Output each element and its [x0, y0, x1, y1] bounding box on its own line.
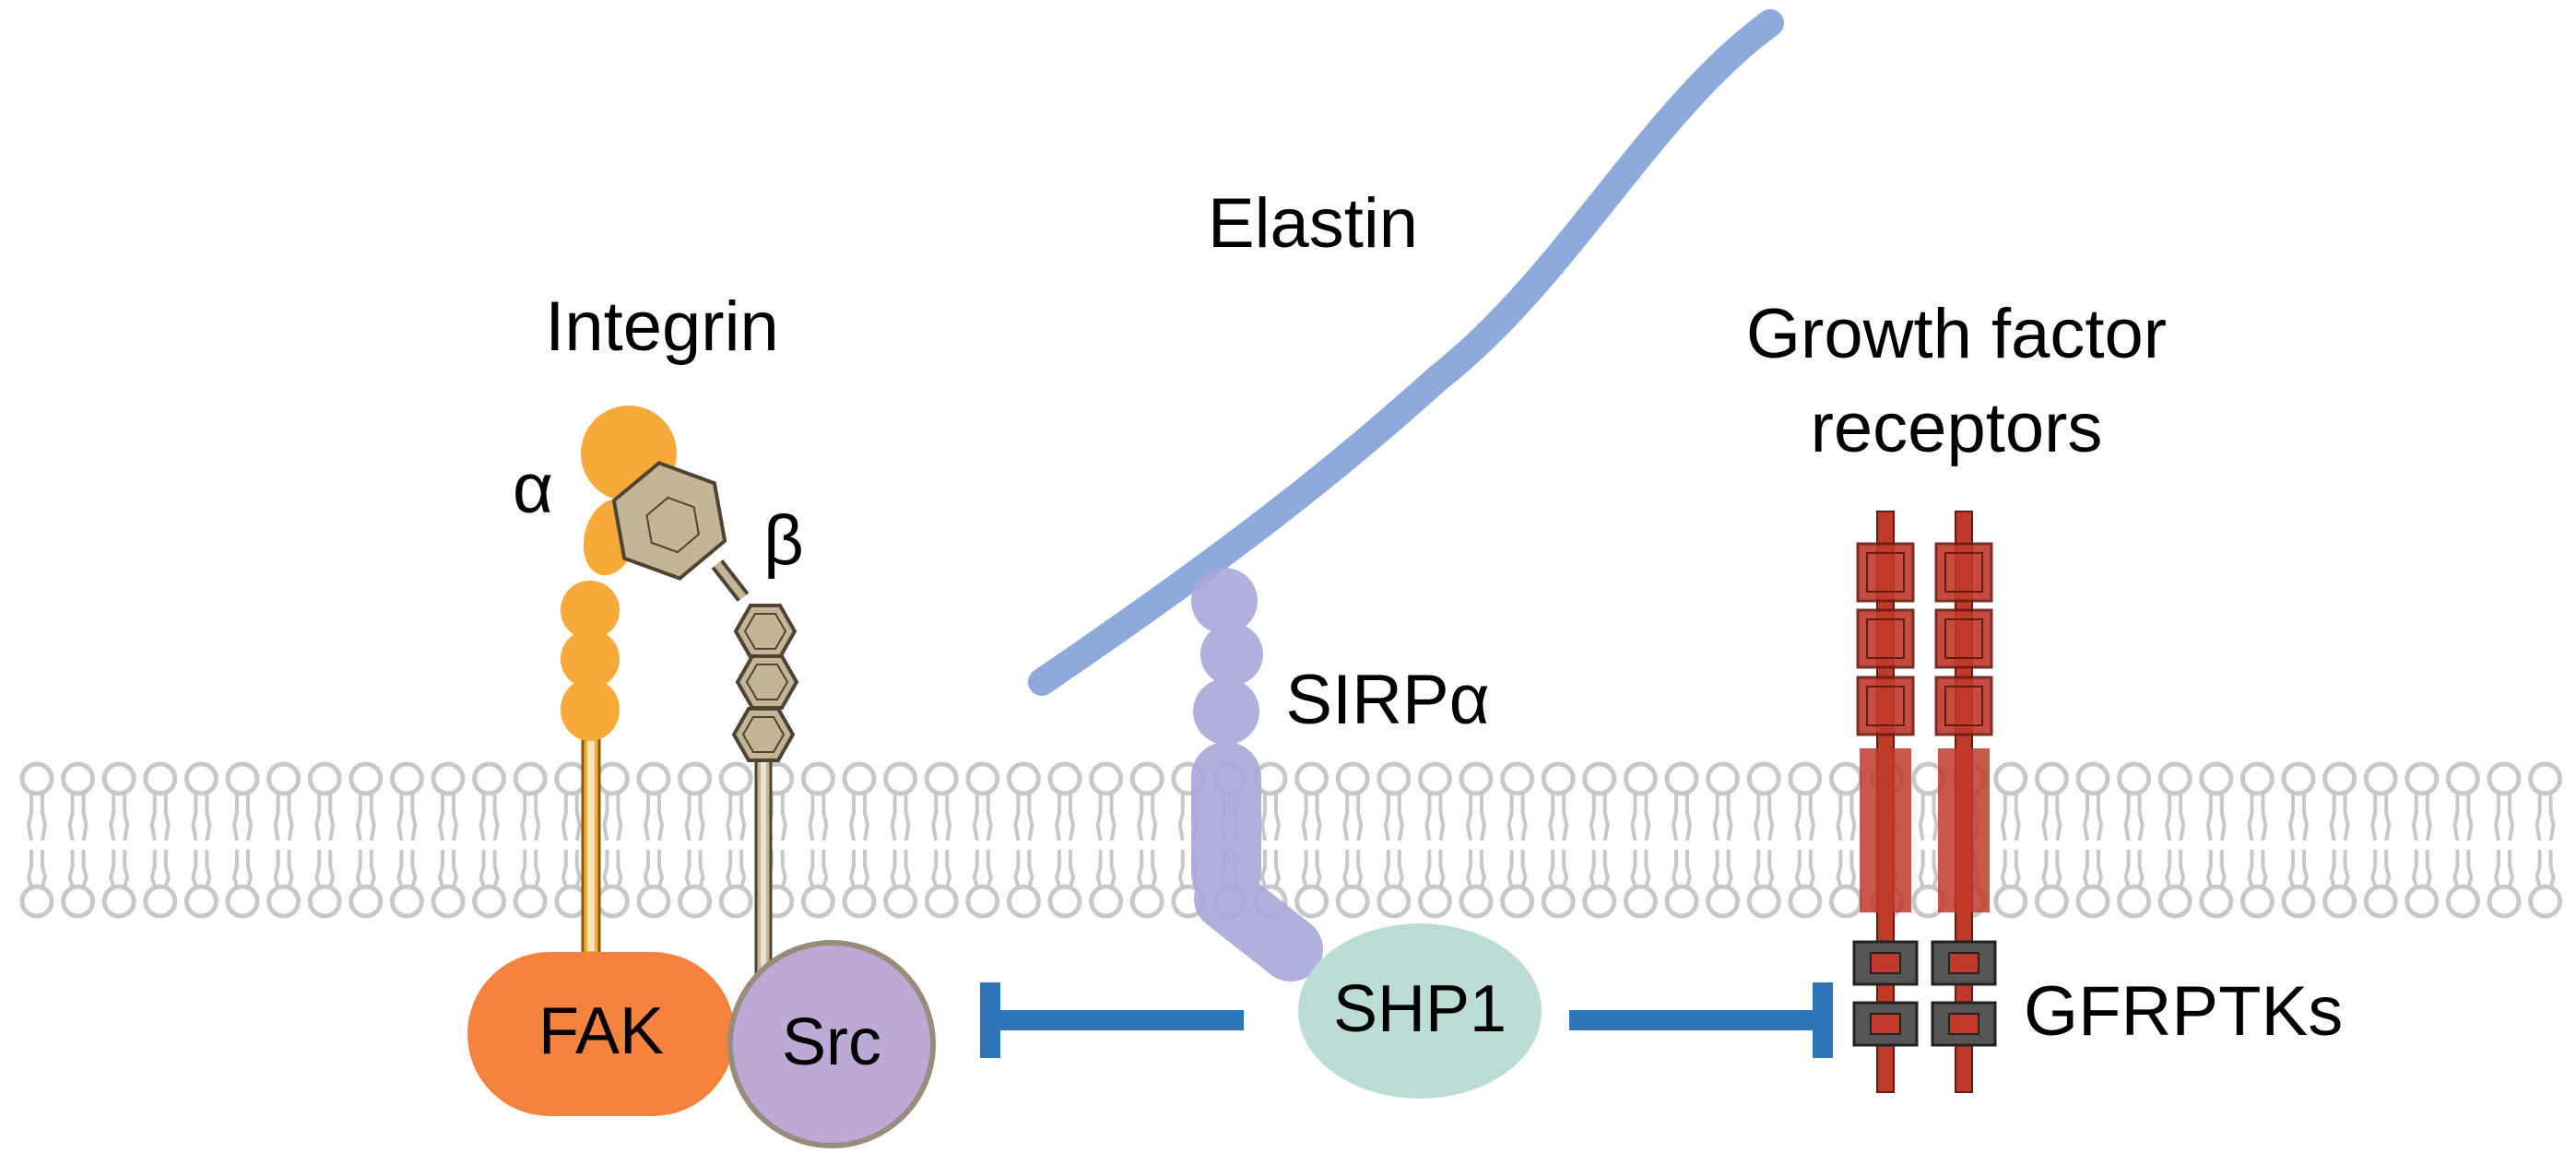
phospholipid [1377, 761, 1412, 919]
elastin-fiber [1028, 9, 1784, 696]
integrin-label: Integrin [545, 288, 779, 366]
phospholipid [1089, 761, 1124, 919]
phospholipid [143, 761, 178, 919]
phospholipid [513, 761, 548, 919]
phospholipid [1664, 761, 1699, 919]
phospholipid [2322, 761, 2357, 919]
phospholipid [2157, 761, 2192, 919]
elastin-label: Elastin [1208, 184, 1418, 263]
shp1-protein [1298, 923, 1542, 1099]
integrin-alpha-label: α [513, 450, 553, 528]
phospholipid [1746, 761, 1781, 919]
phospholipid [1911, 761, 1946, 919]
phospholipid [2117, 761, 2152, 919]
phospholipid [2363, 761, 2398, 919]
phospholipid [472, 761, 507, 919]
phospholipid [924, 761, 959, 919]
phospholipid [1047, 761, 1082, 919]
integrin-beta-subunit [611, 461, 799, 979]
lipid-bilayer-membrane [19, 761, 2563, 919]
phospholipid [1335, 761, 1370, 919]
shp1-label: SHP1 [1333, 972, 1507, 1046]
phospholipid [101, 761, 136, 919]
phospholipid [19, 761, 54, 919]
phospholipid [1993, 761, 2028, 919]
gfrptk-domain [1852, 940, 1919, 986]
gfrptks-label: GFRPTKs [2024, 972, 2343, 1051]
phospholipid [1294, 761, 1329, 919]
phospholipid [718, 761, 753, 919]
phospholipid [2075, 761, 2110, 919]
phospholipid [2199, 761, 2234, 919]
phospholipid [183, 761, 219, 919]
src-label: Src [782, 1005, 881, 1079]
fak-protein [467, 952, 735, 1116]
receptor-chain-2 [1931, 511, 1997, 1093]
phospholipid [2487, 761, 2522, 919]
fak-label: FAK [538, 994, 664, 1068]
phospholipid [389, 761, 424, 919]
phospholipid [965, 761, 1000, 919]
integrin-beta-label: β [763, 501, 804, 580]
receptor-chain-1 [1852, 511, 1919, 1093]
growth-factor-receptors [1852, 511, 1997, 1093]
phospholipid [1828, 761, 1863, 919]
phospholipid [2528, 761, 2563, 919]
sirp-alpha-label: SIRPα [1285, 661, 1489, 739]
phospholipid [595, 761, 630, 919]
growth-factor-receptors-label-line1: Growth factor [1746, 295, 2167, 373]
phospholipid [61, 761, 96, 919]
phospholipid [1706, 761, 1741, 919]
phospholipid [1788, 761, 1823, 919]
inhibition-arrow-src [980, 982, 1244, 1058]
phospholipid [2239, 761, 2275, 919]
phospholipid [1500, 761, 1535, 919]
phospholipid [636, 761, 671, 919]
integrin-alpha-subunit [561, 406, 677, 956]
phospholipid [1623, 761, 1658, 919]
phospholipid [2445, 761, 2480, 919]
phospholipid [678, 761, 713, 919]
integrin-beta-head [611, 461, 727, 581]
phospholipid [225, 761, 260, 919]
phospholipid [2405, 761, 2440, 919]
phospholipid [1129, 761, 1164, 919]
phospholipid [842, 761, 877, 919]
growth-factor-receptors-label-line2: receptors [1811, 389, 2103, 467]
phospholipid [1459, 761, 1494, 919]
sirp-alpha-receptor [1191, 568, 1323, 982]
phospholipid [2034, 761, 2069, 919]
phospholipid [883, 761, 918, 919]
phospholipid [1417, 761, 1452, 919]
phospholipid [1541, 761, 1576, 919]
phospholipid [1006, 761, 1041, 919]
phospholipid [307, 761, 342, 919]
phospholipid [266, 761, 301, 919]
phospholipid [2281, 761, 2316, 919]
phospholipid [431, 761, 466, 919]
inhibition-arrow-gfrptks [1569, 982, 1833, 1058]
phospholipid [349, 761, 384, 919]
phospholipid [1582, 761, 1617, 919]
src-protein [727, 940, 936, 1148]
phospholipid [800, 761, 835, 919]
